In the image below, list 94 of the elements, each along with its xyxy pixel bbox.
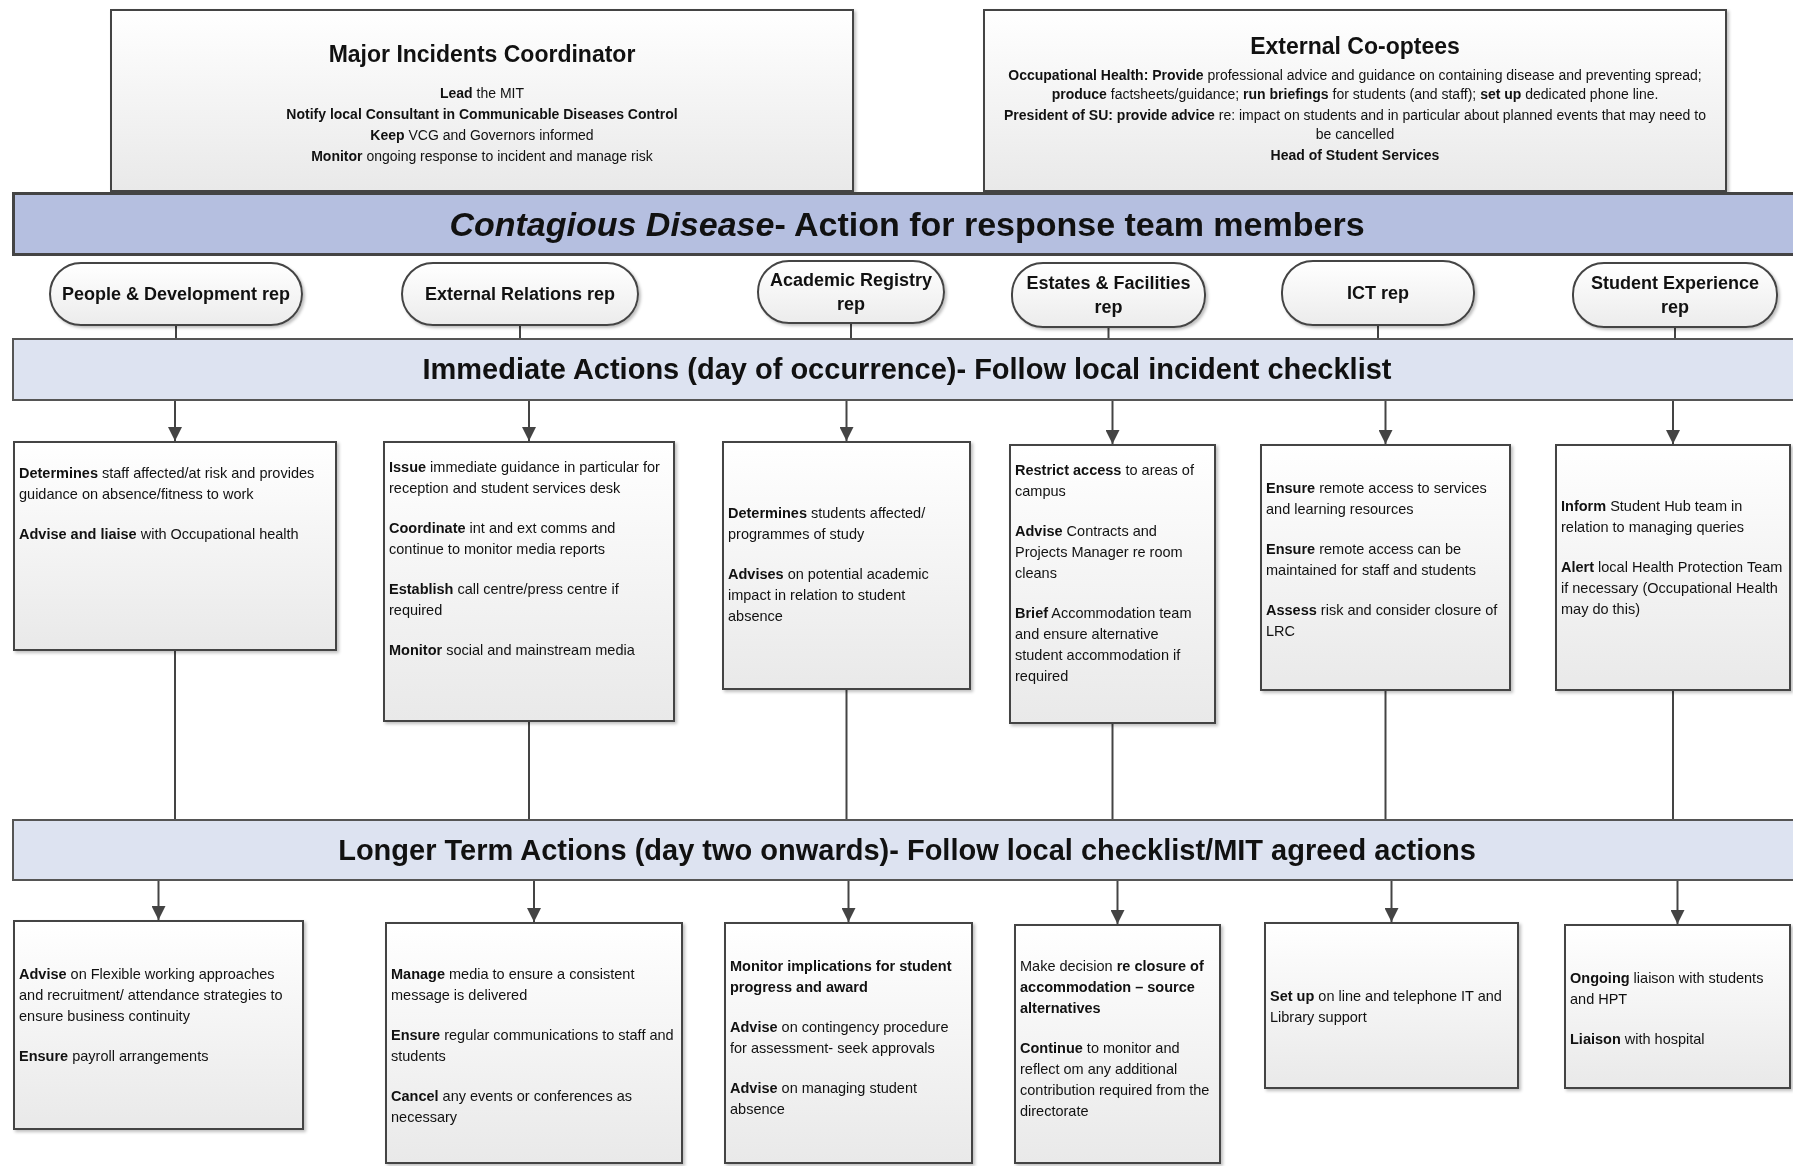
phase-band: [12, 338, 1793, 401]
action-box: [383, 441, 675, 722]
action-text: Make decision re closure of accommodation – source alternatives: [1020, 957, 1205, 1019]
arrow: [151, 880, 166, 921]
duty-text: Head of Student Services: [1270, 145, 1440, 165]
arrow: [168, 400, 182, 442]
action-text: Brief Accommodation team and ensure alternative student accommodation if required: [1015, 604, 1193, 687]
action-text: Advise Contracts and Projects Manager re room cleans: [1015, 522, 1184, 584]
co-optees-box: [983, 9, 1727, 192]
action-text: Set up on line and telephone IT and Library support: [1270, 987, 1503, 1027]
action-text: Continue to monitor and reflect om any additional contribution required from the directorate: [1020, 1039, 1211, 1122]
action-box: [1009, 444, 1216, 724]
action-text: Determines students affected/ programmes of study: [728, 504, 927, 544]
arrow: [1666, 400, 1680, 445]
connector-line: [519, 325, 521, 339]
action-text: Ensure regular communications to staff and students: [391, 1026, 675, 1067]
duty-text: Lead the MIT: [439, 84, 524, 103]
arrow: [1110, 880, 1125, 925]
connector-line: [1674, 327, 1676, 339]
action-text: Restrict access to areas of campus: [1015, 461, 1195, 501]
action-box: [724, 922, 973, 1164]
action-text: Determines staff affected/at risk and provides guidance on absence/fitness to work: [19, 464, 316, 504]
role-pill: [49, 262, 303, 326]
role-label: Student Experience rep: [1589, 271, 1760, 319]
action-text: Establish call centre/press centre if required: [389, 580, 620, 621]
arrow: [1105, 400, 1120, 445]
action-text: Cancel any events or conferences as necessary: [391, 1087, 633, 1128]
action-text: Liaison with hospital: [1570, 1030, 1706, 1050]
connector-line: [528, 721, 530, 820]
coordinator-box: [110, 9, 854, 192]
arrow: [1378, 400, 1393, 445]
action-text: Ongoing liaison with students and HPT: [1570, 969, 1765, 1009]
arrow: [1670, 880, 1685, 925]
action-box: [722, 441, 971, 690]
role-label: External Relations rep: [424, 282, 616, 306]
action-text: Inform Student Hub team in relation to managing queries: [1561, 497, 1745, 537]
action-text: Advise and liaise with Occupational health: [19, 525, 300, 545]
duty-text: Keep VCG and Governors informed: [370, 125, 594, 145]
action-text: Issue immediate guidance in particular for reception and student services desk: [389, 458, 661, 498]
connector-line: [845, 689, 848, 820]
connector-line: [1672, 690, 1674, 820]
role-pill: [401, 262, 639, 326]
action-text: Manage media to ensure a consistent message is delivered: [391, 965, 636, 1005]
action-box: [13, 920, 304, 1130]
connector-line: [174, 650, 176, 820]
arrow: [839, 400, 854, 442]
action-box: [1014, 924, 1221, 1164]
connector-line: [1384, 690, 1387, 820]
arrow: [841, 880, 856, 923]
action-text: Ensure remote access can be maintained for staff and students: [1266, 540, 1478, 581]
action-box: [1264, 922, 1519, 1089]
connector-line: [850, 323, 852, 339]
action-text: Monitor implications for student progress and award: [730, 957, 953, 997]
title-banner: [12, 192, 1793, 256]
action-text: Advise on contingency procedure for assessment- seek approvals: [730, 1018, 950, 1059]
duty-text: President of SU: provide advice re: impact on students and in particular about planned events that may need to be cancelled: [1003, 105, 1707, 144]
action-text: Monitor social and mainstream media: [389, 641, 636, 661]
phase-heading: Immediate Actions (day of occurrence)- Follow local incident checklist: [422, 353, 1392, 386]
action-text: Coordinate int and ext comms and continue to monitor media reports: [389, 519, 617, 560]
arrow: [527, 880, 541, 923]
connector-line: [1111, 723, 1114, 820]
role-pill: [1572, 262, 1778, 328]
role-label: People & Development rep: [61, 282, 291, 306]
action-box: [1564, 924, 1791, 1089]
connector-line: [1377, 325, 1379, 339]
role-label: Estates & Facilities rep: [1025, 271, 1192, 319]
action-text: Ensure payroll arrangements: [19, 1047, 210, 1067]
box-heading: Major Incidents Coordinator: [328, 40, 636, 69]
action-box: [1260, 444, 1511, 691]
action-text: Advise on Flexible working approaches and recruitment/ attendance strategies to ensure business continuity: [19, 965, 284, 1027]
connector-line: [1107, 327, 1110, 339]
duty-text: Notify local Consultant in Communicable Diseases Control: [286, 104, 678, 124]
duty-text: Occupational Health: Provide professional advice and guidance on containing disease and preventing spread; produce factsheets/guidance; run briefings for students (and staff); set up dedicated phone line.: [1007, 66, 1703, 104]
role-label: ICT rep: [1347, 281, 1409, 305]
action-box: [1555, 444, 1791, 691]
role-pill: [1011, 262, 1206, 328]
phase-heading: Longer Term Actions (day two onwards)- Follow local checklist/MIT agreed actions: [338, 833, 1476, 867]
role-pill: [1281, 260, 1475, 326]
action-box: [13, 441, 337, 651]
action-text: Alert local Health Protection Team if necessary (Occupational Health may do this): [1561, 558, 1783, 620]
role-pill: [757, 260, 945, 324]
action-text: Advises on potential academic impact in relation to student absence: [728, 565, 930, 627]
title-text: Contagious Disease- Action for response team members: [449, 204, 1365, 244]
duty-text: Monitor ongoing response to incident and manage risk: [311, 146, 653, 166]
arrow: [522, 400, 536, 442]
connector-line: [175, 325, 177, 339]
action-text: Advise on managing student absence: [730, 1079, 919, 1120]
arrow: [1384, 880, 1399, 923]
action-box: [385, 922, 683, 1164]
action-text: Assess risk and consider closure of LRC: [1266, 601, 1499, 642]
box-heading: External Co-optees: [1250, 32, 1460, 61]
phase-band: [12, 819, 1793, 881]
role-label: Academic Registry rep: [769, 268, 933, 316]
action-text: Ensure remote access to services and learning resources: [1266, 479, 1488, 519]
